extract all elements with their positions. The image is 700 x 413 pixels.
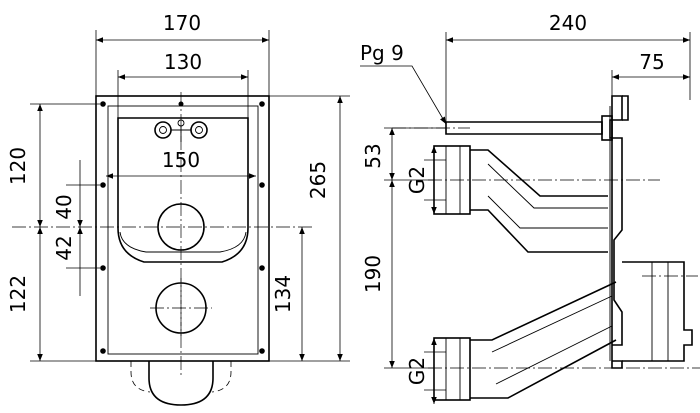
dimension-190: 190 [361,255,385,293]
dimension-40: 40 [52,194,76,219]
dimension-120: 120 [6,147,30,185]
cistern-inner-line [119,231,247,253]
mounting-hole [100,348,106,354]
thread-label-lower: G2 [405,357,429,385]
dimension-42: 42 [52,235,76,260]
lower-connection [433,337,471,401]
dimension-130: 130 [164,50,202,74]
valve-right-inner [195,126,203,134]
front-view-dimensions: 170 130 150 120 122 40 42 265 [6,11,350,362]
mounting-plate-inner [107,105,259,355]
valve-right [190,121,208,139]
cable-gland-label: Pg 9 [360,41,404,65]
upper-pipe [470,149,608,197]
mounting-hole [259,101,265,107]
mounting-hole [259,348,265,354]
cistern-housing [117,117,249,263]
dimension-134: 134 [271,275,295,313]
dimension-240: 240 [549,11,587,35]
wall-flange [609,95,623,369]
mounting-hole [100,101,106,107]
dimension-122: 122 [6,275,30,313]
side-view-dimensions: 240 75 Pg 9 53 190 G2 G2 [360,11,691,404]
valve-left-inner [159,126,167,134]
mounting-hole [100,265,106,271]
thread-label-upper: G2 [405,166,429,194]
valve-left [154,121,172,139]
mounting-hole [259,265,265,271]
dimension-170: 170 [163,11,201,35]
front-view [12,92,312,406]
mounting-plate [95,95,270,362]
lower-pipe [470,281,617,341]
dimension-53: 53 [361,143,385,168]
side-view [392,95,700,401]
mounting-hole [259,182,265,188]
dimension-265: 265 [306,161,330,199]
drain-elbow [148,361,214,406]
mounting-hole [100,182,106,188]
dimension-150: 150 [162,148,200,172]
dimension-75: 75 [639,50,664,74]
